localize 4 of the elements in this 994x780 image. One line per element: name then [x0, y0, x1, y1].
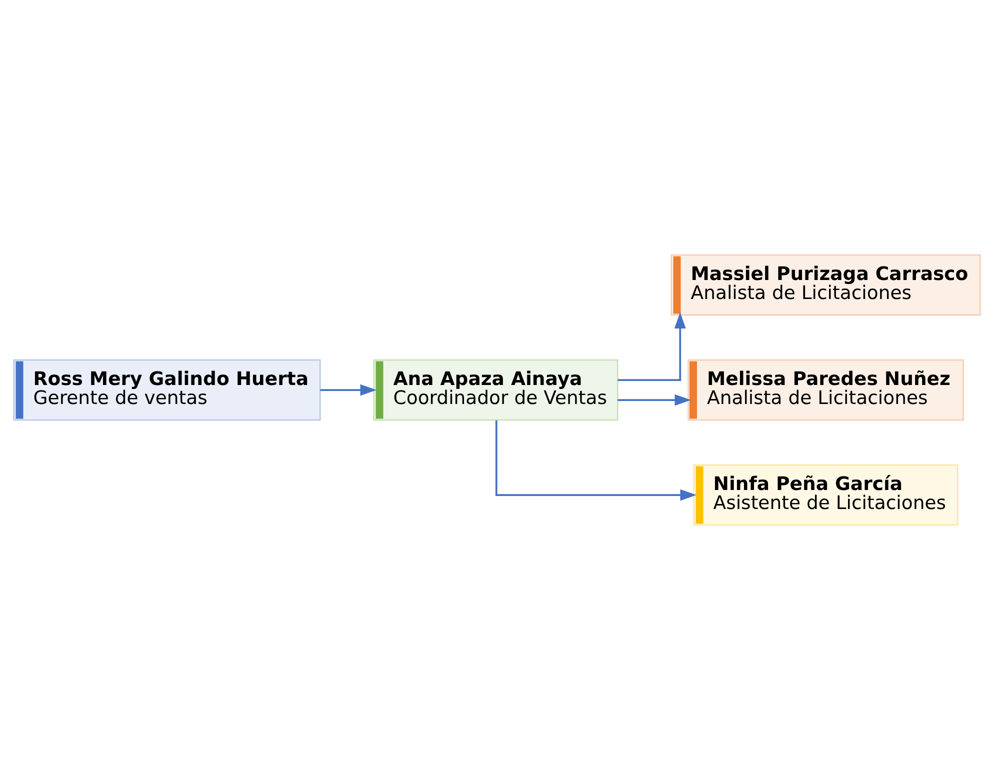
arrow [618, 312, 686, 381]
arrow [618, 394, 692, 406]
arrow [495, 420, 697, 501]
arrow [320, 384, 377, 396]
